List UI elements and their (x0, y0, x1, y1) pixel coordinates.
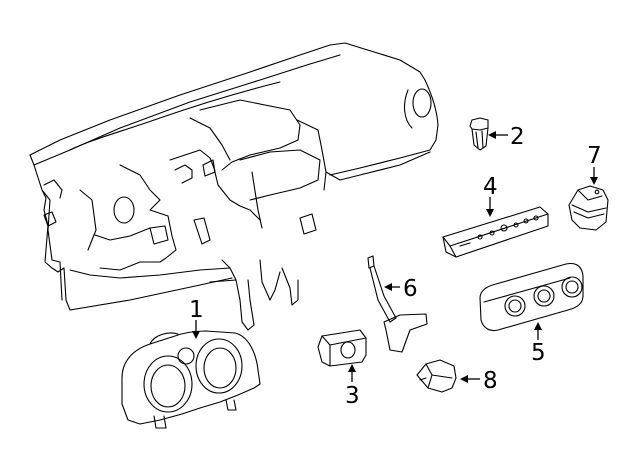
antenna (367, 255, 428, 353)
leader-7 (590, 167, 598, 185)
leader-6 (384, 283, 400, 291)
callout-1: 1 (189, 297, 204, 323)
climate-control (479, 262, 584, 332)
callout-6: 6 (403, 276, 418, 302)
leader-8 (460, 375, 480, 383)
callout-3: 3 (345, 383, 360, 409)
leader-3 (348, 364, 356, 382)
callout-8: 8 (483, 368, 498, 394)
switch (317, 329, 367, 367)
leader-4 (486, 197, 494, 217)
leader-2 (488, 131, 508, 139)
callout-2: 2 (510, 124, 525, 150)
leader-5 (534, 322, 542, 340)
callout-7: 7 (587, 143, 602, 169)
instrument-cluster (121, 330, 261, 429)
switch-module (568, 185, 609, 231)
callout-4: 4 (483, 174, 498, 200)
leader-1 (192, 320, 200, 339)
sensor (469, 117, 489, 151)
control-panel (442, 206, 549, 258)
callout-5: 5 (531, 340, 546, 366)
instrument-panel (29, 42, 439, 331)
connector (416, 359, 457, 393)
